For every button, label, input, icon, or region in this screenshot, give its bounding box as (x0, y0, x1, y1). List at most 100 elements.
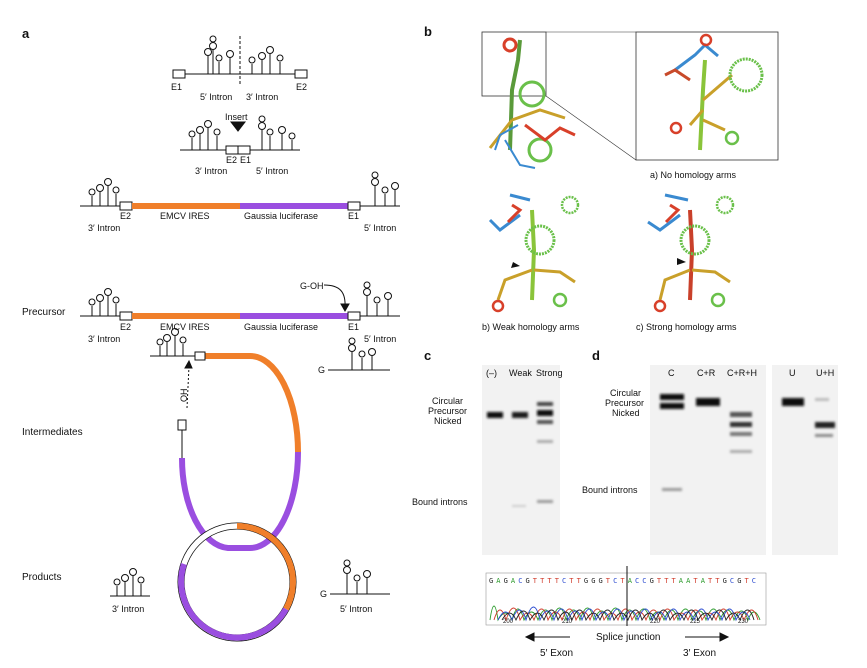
gel-c-lane-weak: Weak (509, 368, 532, 378)
gel-c-precursor: Precursor (428, 406, 467, 416)
row2-intron5: 5′ Intron (256, 166, 288, 176)
sequence-base: C (518, 577, 522, 585)
sequence-base: A (679, 577, 684, 585)
sequence-base: T (672, 577, 677, 585)
sequence-base: A (686, 577, 691, 585)
hairpin-icon (204, 35, 284, 74)
intermediate-g: G (318, 365, 325, 375)
sequence-base: T (693, 577, 698, 585)
row1-e1: E1 (171, 82, 182, 92)
sequence-base: T (664, 577, 669, 585)
panel-label-a: a (22, 26, 30, 41)
sequence-base: T (555, 577, 560, 585)
gel-d-lane-u: U (789, 368, 796, 378)
sequence-base: A (701, 577, 706, 585)
row3-luc: Gaussia luciferase (244, 211, 318, 221)
exon3-label: 3′ Exon (683, 648, 716, 659)
gel-d-circular: Circular (610, 388, 641, 398)
precursor-construct (80, 281, 400, 321)
row3-intron3: 3′ Intron (88, 223, 120, 233)
intermediates-label: Intermediates (22, 427, 83, 438)
gel-d-lane-crh: C+R+H (727, 368, 757, 378)
sequence-base: C (562, 577, 566, 585)
sequence-base: A (511, 577, 516, 585)
excised-3-intron (110, 568, 150, 597)
row3-ires: EMCV IRES (160, 211, 210, 221)
row2-e1: E1 (240, 155, 251, 165)
sequence-base: G (584, 577, 588, 585)
sequence-base: G (737, 577, 741, 585)
sequence-base: T (577, 577, 582, 585)
sequence-base: T (547, 577, 552, 585)
precursor-goh: G-OH (300, 281, 324, 291)
gel-c (482, 365, 560, 555)
intermediate-molecule (150, 328, 390, 551)
sequence-base: T (708, 577, 713, 585)
row2-insert: Insert (225, 112, 248, 122)
precursor-intron5: 5′ Intron (364, 334, 396, 344)
seq-tick-230: 230 (738, 619, 749, 625)
precursor-ires: EMCV IRES (160, 322, 210, 332)
gel-d-lane-cr: C+R (697, 368, 716, 378)
construct-ires-luciferase (80, 171, 400, 211)
b-label-b: b) Weak homology arms (482, 322, 580, 332)
precursor-luc: Gaussia luciferase (244, 322, 318, 332)
row1-intron5: 5′ Intron (200, 92, 232, 102)
sequence-base: G (591, 577, 595, 585)
row1-intron3: 3′ Intron (246, 92, 278, 102)
panel-label-d: d (592, 348, 600, 363)
seq-tick-225: 225 (690, 619, 701, 625)
sequence-base: G (650, 577, 654, 585)
row2-intron3: 3′ Intron (195, 166, 227, 176)
sequence-base: G (504, 577, 508, 585)
sequence-base: T (715, 577, 720, 585)
sequence-base: T (620, 577, 625, 585)
sequence-base: A (496, 577, 501, 585)
precursor-e1: E1 (348, 322, 359, 332)
rna-structure-zoom (635, 31, 779, 161)
products-intron5: 5′ Intron (340, 604, 372, 614)
row3-intron5: 5′ Intron (364, 223, 396, 233)
seq-tick-220: 220 (650, 619, 661, 625)
sequence-base: C (752, 577, 756, 585)
gel-d (650, 365, 838, 555)
gel-d-lane-uh: U+H (816, 368, 834, 378)
intermediate-oh: OH (179, 389, 189, 403)
junction-arrows (524, 632, 730, 642)
row3-e1: E1 (348, 211, 359, 221)
gel-c-circular: Circular (432, 396, 463, 406)
sequence-base: T (540, 577, 545, 585)
excised-5-intron (330, 559, 390, 595)
sequence-base: C (613, 577, 617, 585)
exon5-label: 5′ Exon (540, 648, 573, 659)
gel-c-lane-strong: Strong (536, 368, 563, 378)
row3-e2: E2 (120, 211, 131, 221)
panel-label-c: c (424, 348, 431, 363)
sequence-base: T (606, 577, 611, 585)
row1-e2: E2 (296, 82, 307, 92)
sequence-base: T (745, 577, 750, 585)
gel-d-precursor: Precursor (605, 398, 644, 408)
b-label-a: a) No homology arms (650, 170, 737, 180)
rna-structure-overview (481, 31, 637, 169)
products-label: Products (22, 572, 61, 583)
sequence-base: G (526, 577, 530, 585)
gel-d-lane-c: C (668, 368, 675, 378)
sequence-base: T (657, 577, 662, 585)
construct-permuted-intron (180, 115, 300, 155)
sequence-base: G (489, 577, 493, 585)
b-label-c: c) Strong homology arms (636, 322, 737, 332)
sequence-base: C (635, 577, 639, 585)
construct-native-intron (172, 35, 308, 86)
products-intron3: 3′ Intron (112, 604, 144, 614)
gel-c-bound: Bound introns (412, 497, 468, 507)
precursor-label: Precursor (22, 307, 66, 318)
products-g: G (320, 589, 327, 599)
rna-structure-strong (647, 193, 735, 313)
sequence-base: C (642, 577, 646, 585)
circular-rna-product (177, 522, 297, 642)
splice-junction-label: Splice junction (596, 632, 660, 643)
